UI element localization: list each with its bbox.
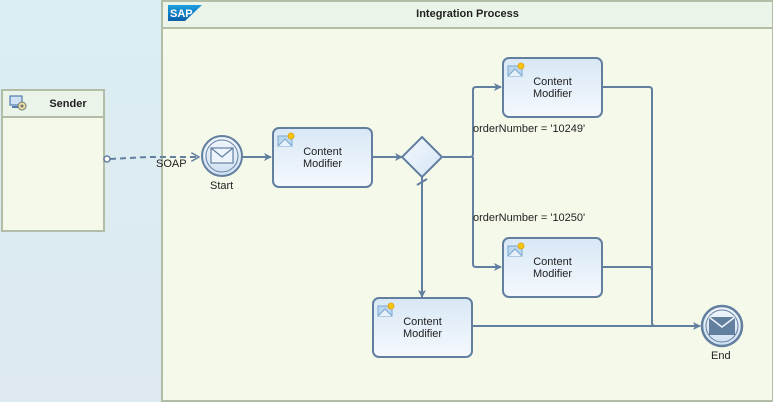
soap-channel-label[interactable]: SOAP <box>156 158 187 170</box>
flow-router-route-10250[interactable] <box>472 157 502 271</box>
message-flow-source[interactable] <box>103 155 111 163</box>
end-event-label: End <box>711 350 731 362</box>
participant-title: Sender <box>49 98 87 110</box>
sap-logo-text: SAP <box>170 8 193 20</box>
content-modifier-icon <box>277 132 295 147</box>
content-modifier-icon <box>507 62 525 77</box>
pool-header: SAP Integration Process <box>163 2 772 29</box>
content-modifier-icon <box>377 302 395 317</box>
start-event[interactable] <box>201 135 243 177</box>
pool-title: Integration Process <box>416 8 519 20</box>
participant-header: Sender <box>3 91 103 118</box>
flow-modifier-10250-to-end[interactable] <box>603 266 653 323</box>
end-event[interactable] <box>700 304 744 348</box>
sender-system-icon <box>9 95 27 111</box>
route-condition-10250[interactable]: orderNumber = '10250' <box>473 212 586 224</box>
route-condition-10249[interactable]: orderNumber = '10249' <box>473 123 586 135</box>
sap-logo-icon: SAP <box>168 5 202 21</box>
soap-message-flow[interactable] <box>109 157 199 159</box>
sender-participant[interactable]: Sender <box>1 89 105 232</box>
message-start-icon <box>210 147 234 164</box>
message-end-icon <box>708 316 736 335</box>
exclusive-gateway[interactable] <box>400 135 444 179</box>
start-event-label: Start <box>210 180 234 192</box>
default-flow-marker <box>416 178 428 186</box>
content-modifier-icon <box>507 242 525 257</box>
flow-router-route-10249[interactable] <box>443 83 502 158</box>
